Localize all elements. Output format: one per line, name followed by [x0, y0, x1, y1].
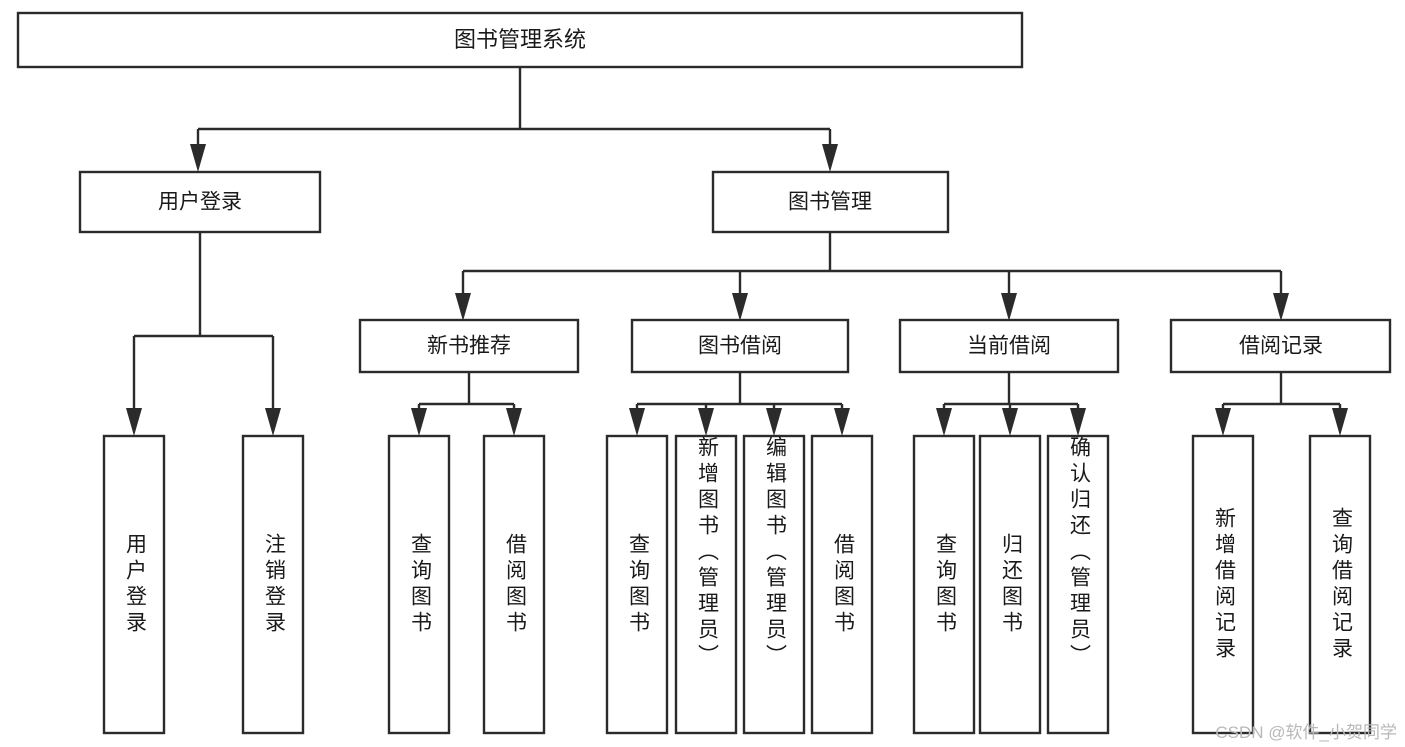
- leaf-borrow-query[interactable]: [605, 434, 669, 735]
- node-new-book-recommend[interactable]: 新书推荐: [358, 318, 580, 374]
- arrow-head-icon: [1070, 408, 1086, 436]
- connector-root-to-level2: [190, 67, 838, 172]
- arrow-head-icon: [698, 408, 714, 436]
- leaf-borrow-edit[interactable]: [742, 434, 806, 735]
- node-user-login-label: 用户登录: [158, 191, 242, 214]
- watermark-text: CSDN @软件_小贺同学: [1215, 723, 1397, 742]
- leaf-user-login-logout[interactable]: [241, 434, 305, 735]
- arrow-head-icon: [1273, 293, 1289, 321]
- node-borrow-record[interactable]: 借阅记录: [1169, 318, 1392, 374]
- node-book-management-label: 图书管理: [788, 191, 872, 214]
- leaf-record-query[interactable]: [1308, 434, 1372, 735]
- leaf-record-add[interactable]: [1191, 434, 1255, 735]
- node-root-label: 图书管理系统: [454, 27, 586, 52]
- leaf-user-login-login[interactable]: [102, 434, 166, 735]
- arrow-head-icon: [834, 408, 850, 436]
- node-user-login[interactable]: 用户登录: [78, 170, 322, 234]
- arrow-head-icon: [411, 408, 427, 436]
- node-book-borrow[interactable]: 图书借阅: [630, 318, 850, 374]
- arrow-head-icon: [1332, 408, 1348, 436]
- arrow-head-icon: [732, 293, 748, 321]
- arrow-head-icon: [766, 408, 782, 436]
- arrow-head-icon: [936, 408, 952, 436]
- arrow-head-icon: [1215, 408, 1231, 436]
- arrow-head-icon: [1002, 408, 1018, 436]
- leaf-borrow-borrowbook[interactable]: [810, 434, 874, 735]
- node-book-borrow-label: 图书借阅: [698, 335, 782, 358]
- node-current-borrow-label: 当前借阅: [967, 335, 1051, 358]
- leaf-current-query[interactable]: [912, 434, 976, 735]
- connector-bookmgmt-to-level3: [455, 232, 1289, 321]
- connector-record-to-leaves: [1215, 372, 1348, 436]
- arrow-head-icon: [265, 408, 281, 436]
- arrow-head-icon: [629, 408, 645, 436]
- node-new-book-recommend-label: 新书推荐: [427, 335, 511, 358]
- leaf-current-return[interactable]: [978, 434, 1042, 735]
- connector-borrow-to-leaves: [629, 372, 850, 436]
- arrow-head-icon: [822, 144, 838, 172]
- connector-current-to-leaves: [936, 372, 1086, 436]
- arrow-head-icon: [506, 408, 522, 436]
- connector-userlogin-to-leaves: [126, 232, 281, 436]
- node-current-borrow[interactable]: 当前借阅: [898, 318, 1120, 374]
- node-borrow-record-label: 借阅记录: [1239, 335, 1323, 358]
- leaf-newbook-query[interactable]: [387, 434, 451, 735]
- arrow-head-icon: [190, 144, 206, 172]
- arrow-head-icon: [126, 408, 142, 436]
- node-book-management[interactable]: 图书管理: [711, 170, 950, 234]
- arrow-head-icon: [455, 293, 471, 321]
- connector-newbook-to-leaves: [411, 372, 522, 436]
- leaf-newbook-borrow[interactable]: [482, 434, 546, 735]
- leaf-borrow-add[interactable]: [674, 434, 738, 735]
- leaf-current-confirm[interactable]: [1046, 434, 1110, 735]
- arrow-head-icon: [1001, 293, 1017, 321]
- node-root[interactable]: 图书管理系统: [16, 11, 1024, 69]
